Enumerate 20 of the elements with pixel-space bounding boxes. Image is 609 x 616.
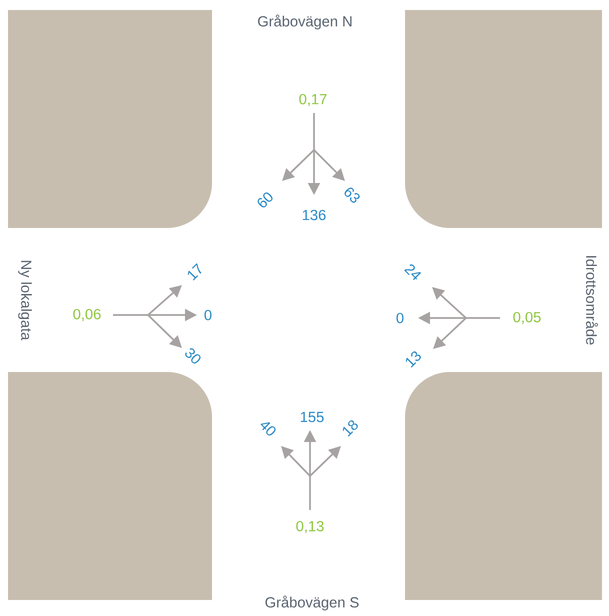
flow-ratio: 0,17 bbox=[299, 94, 327, 106]
traffic-count: 18 bbox=[342, 420, 358, 437]
road-name: Ny lokalgata bbox=[18, 260, 32, 340]
traffic-count: 155 bbox=[300, 412, 324, 422]
flow-ratio: 0,06 bbox=[73, 308, 101, 322]
road-name: Gråbovägen S bbox=[265, 596, 359, 610]
traffic-count: 30 bbox=[185, 348, 201, 364]
traffic-count: 0 bbox=[396, 312, 404, 324]
traffic-count: 24 bbox=[404, 264, 421, 280]
flow-ratio: 0,13 bbox=[296, 520, 324, 534]
road-name: Gråbovägen N bbox=[258, 14, 352, 30]
traffic-count: 63 bbox=[344, 188, 360, 203]
traffic-count: 13 bbox=[406, 351, 421, 368]
traffic-count: 40 bbox=[260, 422, 276, 436]
traffic-count: 60 bbox=[258, 192, 273, 208]
traffic-count: 17 bbox=[188, 263, 202, 281]
traffic-count: 0 bbox=[204, 310, 212, 320]
flow-ratio: 0,05 bbox=[513, 312, 541, 324]
traffic-count: 136 bbox=[302, 210, 326, 220]
road-name: Idrottsområde bbox=[586, 256, 598, 345]
